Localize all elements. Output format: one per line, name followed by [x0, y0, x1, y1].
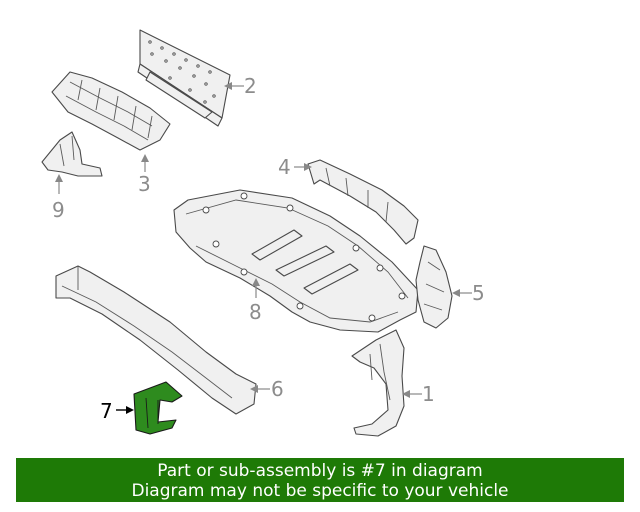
callout-label-5: 5 [472, 281, 485, 305]
banner-line-1: Part or sub-assembly is #7 in diagram [157, 461, 483, 481]
banner-line-2: Diagram may not be specific to your vehi… [131, 481, 509, 501]
callout-6: 6 [250, 377, 284, 401]
callout-9: 9 [52, 174, 65, 222]
callout-label-7: 7 [100, 399, 113, 423]
callout-label-3: 3 [138, 172, 151, 196]
part-4-bracket [307, 159, 419, 245]
callout-3: 3 [138, 154, 151, 196]
callout-label-1: 1 [422, 382, 435, 406]
callout-8: 8 [249, 278, 262, 324]
part-5-bracket [415, 245, 453, 329]
callout-7: 7 [100, 399, 134, 423]
callout-2: 2 [224, 74, 257, 98]
callout-5: 5 [452, 281, 485, 305]
callout-label-6: 6 [271, 377, 284, 401]
part-1-bracket [351, 329, 405, 437]
part-6-beam [55, 265, 257, 415]
parts-diagram: 1 2 3 4 5 6 7 8 9 [41, 29, 485, 437]
part-7-highlighted[interactable] [133, 381, 183, 435]
callout-label-8: 8 [249, 300, 262, 324]
callout-label-4: 4 [278, 155, 291, 179]
callout-label-2: 2 [244, 74, 257, 98]
part-2-panel [137, 29, 231, 127]
callout-4: 4 [278, 155, 312, 179]
callout-label-9: 9 [52, 198, 65, 222]
info-banner: Part or sub-assembly is #7 in diagram Di… [16, 458, 624, 502]
callout-1: 1 [402, 382, 435, 406]
part-3-shield [51, 71, 171, 151]
part-8-panel [173, 189, 419, 333]
part-9-bracket [41, 131, 103, 177]
